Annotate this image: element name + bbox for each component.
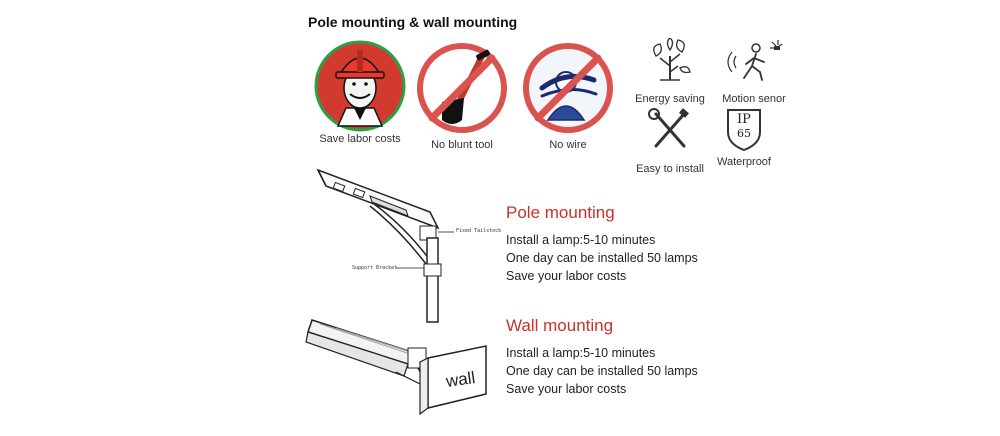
pole-mounting-heading: Pole mounting <box>506 203 615 222</box>
pole-mount-diagram <box>316 168 454 323</box>
feature-label: Waterproof <box>716 156 771 168</box>
pole-line-3: Save your labor costs <box>506 269 627 283</box>
badge-label: No blunt tool <box>431 139 493 151</box>
badge-label: No wire <box>549 139 587 151</box>
wall-mount-diagram <box>305 319 487 416</box>
wall-mounting-heading: Wall mounting <box>506 316 614 335</box>
wall-label: wall <box>444 368 477 391</box>
page-title: Pole mounting & wall mounting <box>308 14 518 30</box>
pole-line-1: Install a lamp:5-10 minutes <box>506 233 656 247</box>
feature-motion-sensor: Motion senor <box>716 38 792 105</box>
feature-label: Motion senor <box>722 93 786 105</box>
badge-no-blunt-tool: No blunt tool <box>412 40 512 152</box>
wall-line-3: Save your labor costs <box>506 382 627 396</box>
rating-text: 65 <box>737 127 751 140</box>
no-wire-icon <box>523 43 613 133</box>
feature-label: Energy saving <box>635 93 705 105</box>
feature-label: Easy to install <box>636 163 704 175</box>
motion-sensor-icon <box>727 40 783 81</box>
ip65-shield-icon: IP 65 <box>706 106 782 152</box>
feature-easy-install: Easy to install <box>632 108 708 175</box>
no-shovel-icon <box>417 43 507 133</box>
wall-line-1: Install a lamp:5-10 minutes <box>506 346 656 360</box>
worker-icon <box>314 40 406 132</box>
pole-line-2: One day can be installed 50 lamps <box>506 251 698 265</box>
tools-icon <box>648 108 689 148</box>
label-fixed-tailstock: Fixed Tailstock <box>456 228 502 234</box>
tree-icon <box>653 37 691 81</box>
badge-label: Save labor costs <box>319 133 401 145</box>
badge-save-labor: Save labor costs <box>310 38 410 148</box>
wall-line-2: One day can be installed 50 lamps <box>506 364 698 378</box>
feature-energy-saving: Energy saving <box>632 37 708 105</box>
feature-waterproof: IP 65 Waterproof <box>706 106 782 170</box>
badge-no-wire: No wire <box>518 40 618 152</box>
ip-text: IP <box>737 112 751 127</box>
label-support-bracket: Support Bracket <box>352 265 398 271</box>
